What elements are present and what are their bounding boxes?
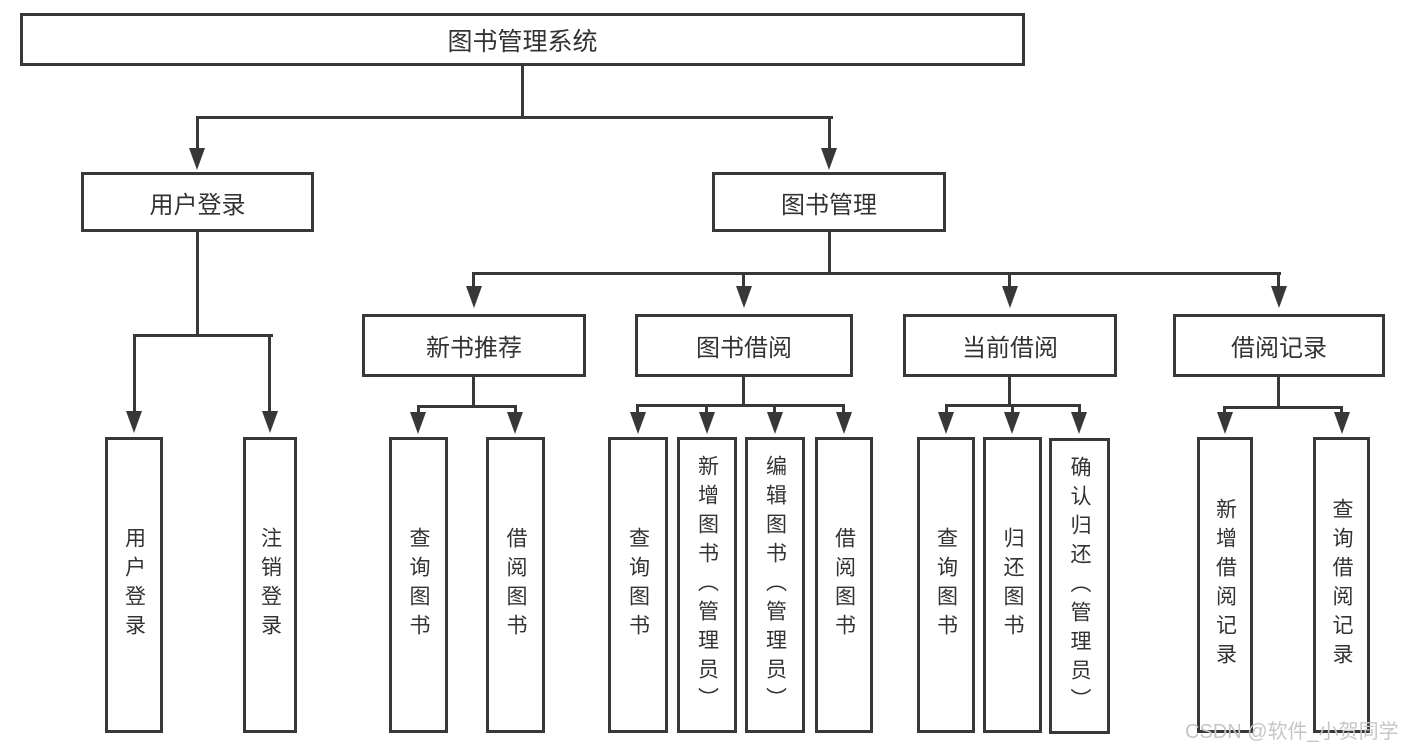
connector-stem-current-return <box>1011 404 1014 413</box>
arrowhead-login-leaf <box>126 411 142 433</box>
arrowhead-recommend-query <box>410 412 426 434</box>
connector-stem-current-confirm <box>1078 404 1081 413</box>
connector-stem-records-query <box>1340 406 1343 413</box>
leaf-recommend-borrow-book: 借阅图书 <box>486 437 545 733</box>
connector-records-crossbar <box>1223 406 1342 409</box>
arrowhead-current-borrow <box>1002 286 1018 308</box>
node-book-management: 图书管理 <box>712 172 946 232</box>
arrowhead-current-confirm <box>1071 412 1087 434</box>
csdn-watermark: CSDN @软件_小贺同学 <box>1185 721 1399 743</box>
node-label: 图书借阅 <box>696 335 792 362</box>
connector-stem-user-login <box>196 116 199 150</box>
leaf-label: 归还图书 <box>1001 527 1024 643</box>
node-label: 图书管理 <box>781 191 877 219</box>
connector-stem-borrow-borrow <box>842 404 845 413</box>
connector-stem-book-management <box>828 116 831 150</box>
arrowhead-borrow-add <box>699 412 715 434</box>
connector-stem-logout-leaf <box>268 334 271 413</box>
arrowhead-recommend-borrow <box>507 412 523 434</box>
connector-stem-borrow-add <box>705 404 708 413</box>
connector-book-management-trunk <box>828 232 831 275</box>
node-label: 当前借阅 <box>962 335 1058 362</box>
leaf-label: 查询图书 <box>407 527 430 643</box>
connector-stem-recommend-query <box>417 405 420 413</box>
node-book-borrow: 图书借阅 <box>635 314 853 377</box>
node-borrow-records: 借阅记录 <box>1173 314 1385 377</box>
leaf-borrow-add-book-admin: 新增图书（管理员） <box>677 437 737 733</box>
leaf-label: 借阅图书 <box>504 527 527 643</box>
leaf-label: 借阅图书 <box>832 527 856 643</box>
connector-root-trunk <box>521 66 524 117</box>
connector-book-borrow-trunk <box>742 377 745 406</box>
leaf-label: 确认归还（管理员） <box>1068 455 1091 717</box>
connector-stem-new-book-recommend <box>472 272 475 288</box>
leaf-borrow-borrow-book: 借阅图书 <box>815 437 873 733</box>
node-user-login: 用户登录 <box>81 172 314 232</box>
connector-current-trunk <box>1008 377 1011 406</box>
arrowhead-borrow-query <box>630 412 646 434</box>
node-current-borrow: 当前借阅 <box>903 314 1117 377</box>
arrowhead-book-management <box>821 148 837 170</box>
connector-stem-current-query <box>945 404 948 413</box>
arrowhead-borrow-edit <box>767 412 783 434</box>
node-new-book-recommend: 新书推荐 <box>362 314 586 377</box>
arrowhead-book-borrow <box>736 286 752 308</box>
arrowhead-records-add <box>1217 412 1233 434</box>
connector-user-login-crossbar <box>133 334 273 337</box>
connector-stem-borrow-edit <box>773 404 776 413</box>
leaf-label: 注销登录 <box>258 527 282 643</box>
arrowhead-logout-leaf <box>262 411 278 433</box>
connector-stem-records-add <box>1223 406 1226 413</box>
leaf-borrow-edit-book-admin: 编辑图书（管理员） <box>745 437 805 733</box>
leaf-label: 查询图书 <box>626 527 650 643</box>
arrowhead-user-login <box>189 148 205 170</box>
connector-book-management-crossbar <box>472 272 1281 275</box>
leaf-current-confirm-return-admin: 确认归还（管理员） <box>1049 438 1110 734</box>
connector-recommend-crossbar <box>417 405 517 408</box>
leaf-current-query-book: 查询图书 <box>917 437 975 733</box>
leaf-label: 编辑图书（管理员） <box>763 454 787 716</box>
connector-stem-current-borrow <box>1008 272 1011 288</box>
arrowhead-new-book-recommend <box>466 286 482 308</box>
connector-records-trunk <box>1277 377 1280 408</box>
connector-stem-borrow-records <box>1277 272 1280 288</box>
leaf-label: 查询借阅记录 <box>1330 498 1353 672</box>
leaf-current-return-book: 归还图书 <box>983 437 1042 733</box>
node-label: 新书推荐 <box>426 335 522 362</box>
connector-stem-borrow-query <box>636 404 639 413</box>
arrowhead-borrow-borrow <box>836 412 852 434</box>
leaf-records-add-record: 新增借阅记录 <box>1197 437 1253 733</box>
arrowhead-current-query <box>938 412 954 434</box>
leaf-records-query-record: 查询借阅记录 <box>1313 437 1370 733</box>
connector-stem-book-borrow <box>742 272 745 288</box>
leaf-label: 新增借阅记录 <box>1213 498 1237 672</box>
connector-book-borrow-crossbar <box>636 404 845 407</box>
arrowhead-current-return <box>1004 412 1020 434</box>
leaf-label: 查询图书 <box>934 527 958 643</box>
node-label: 借阅记录 <box>1231 335 1327 362</box>
node-label: 图书管理系统 <box>447 27 598 56</box>
node-label: 用户登录 <box>149 191 246 219</box>
connector-user-login-trunk <box>196 232 199 336</box>
connector-stem-recommend-borrow <box>514 405 517 413</box>
leaf-user-login: 用户登录 <box>105 437 163 733</box>
leaf-borrow-query-book: 查询图书 <box>608 437 668 733</box>
leaf-logout: 注销登录 <box>243 437 297 733</box>
connector-recommend-trunk <box>472 377 475 407</box>
arrowhead-records-query <box>1334 412 1350 434</box>
connector-root-crossbar <box>196 116 833 119</box>
arrowhead-borrow-records <box>1271 286 1287 308</box>
leaf-label: 用户登录 <box>122 527 146 643</box>
leaf-label: 新增图书（管理员） <box>695 454 719 716</box>
connector-stem-login-leaf <box>133 334 136 413</box>
node-library-management-system: 图书管理系统 <box>20 13 1025 66</box>
leaf-recommend-query-book: 查询图书 <box>389 437 448 733</box>
